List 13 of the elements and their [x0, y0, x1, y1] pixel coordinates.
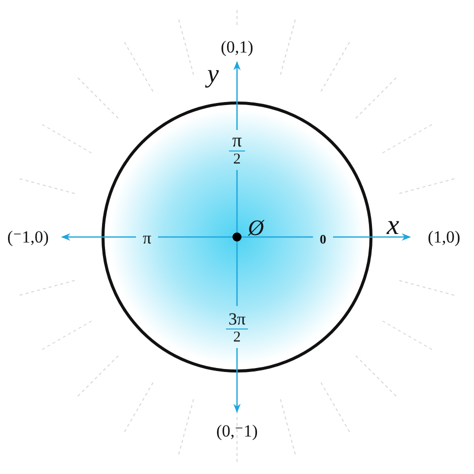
angle-label: 2 [233, 152, 241, 168]
coordinate-label: (0,1) [220, 38, 254, 56]
angle-label: 3π [228, 310, 246, 328]
angle-label: 0 [320, 232, 326, 246]
coordinate-label: (⁻1,0) [7, 228, 49, 246]
angle-label: π [232, 132, 242, 150]
axis-label: y [207, 61, 219, 87]
angle-label: Ø [248, 217, 264, 239]
axis-label: x [386, 212, 400, 240]
coordinate-label: (0,⁻1) [216, 422, 258, 440]
coordinate-label: (1,0) [428, 228, 460, 246]
angle-label: π [142, 230, 152, 246]
angle-label: 2 [233, 330, 241, 346]
